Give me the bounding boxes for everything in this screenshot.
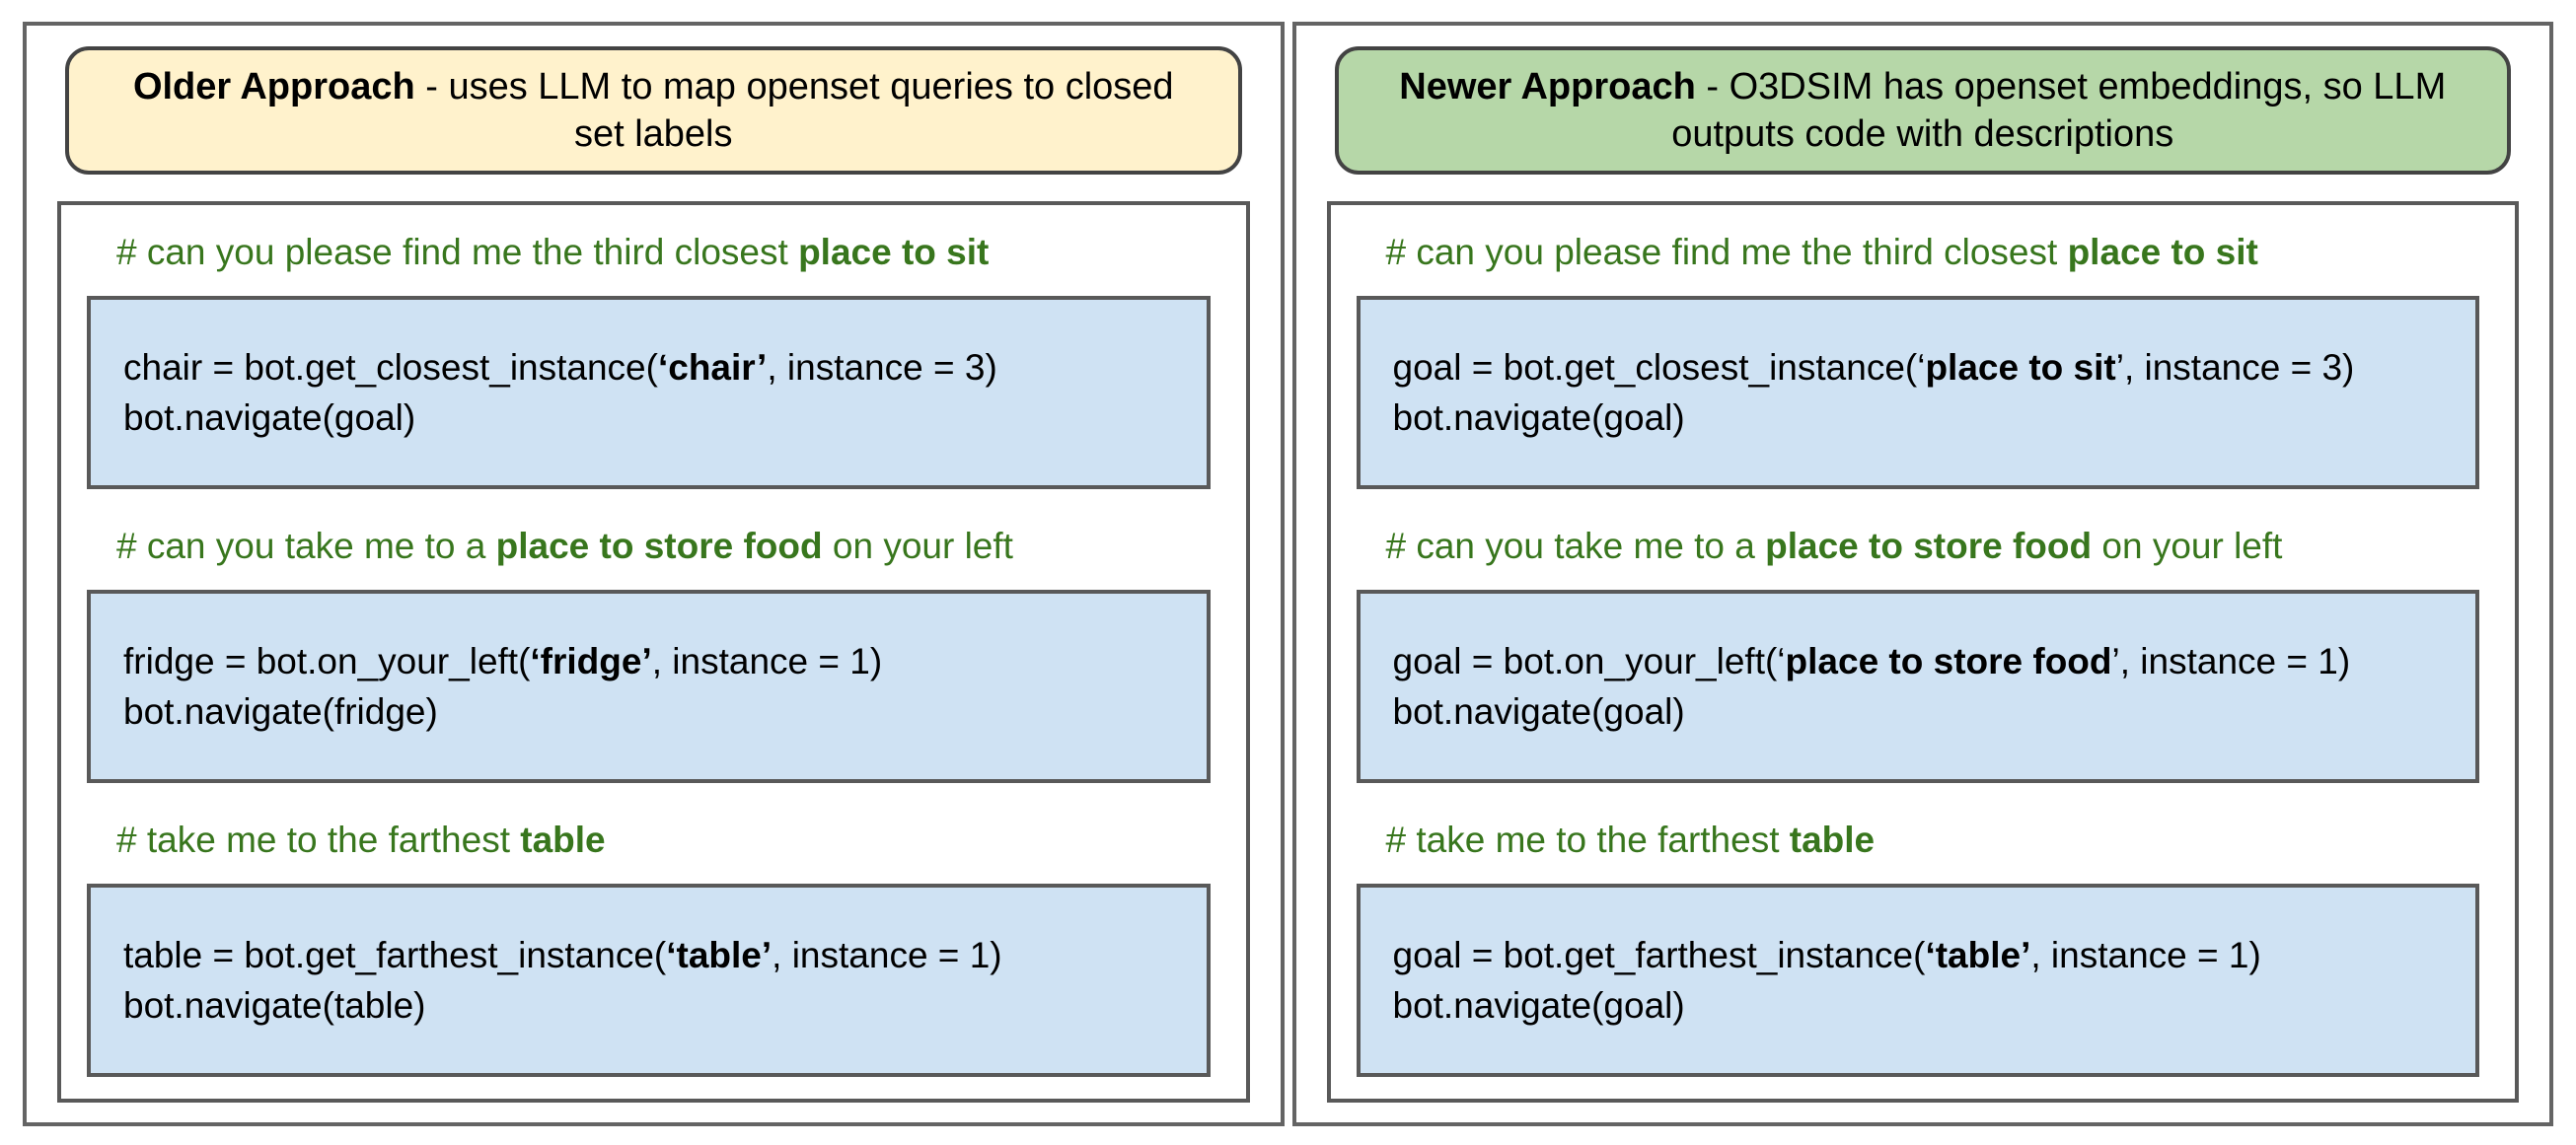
comment-line: # can you take me to a place to store fo… (116, 525, 1222, 568)
panel-newer-approach: Newer Approach - O3DSIM has openset embe… (1291, 22, 2553, 1126)
code-text: table = bot.get_farthest_instance( (123, 935, 667, 975)
code-bold-arg: ‘chair’ (657, 347, 768, 388)
code-bold-arg: place to store food (1785, 641, 2112, 681)
code-block: goal = bot.get_closest_instance(‘place t… (1356, 296, 2479, 489)
older-section-2: # can you take me to a place to store fo… (87, 525, 1222, 783)
code-bold-arg: ‘table’ (1925, 935, 2031, 975)
comment-bold: place to sit (798, 232, 990, 272)
newer-section-1: # can you please find me the third close… (1356, 231, 2492, 489)
comment-text: on your left (2092, 526, 2283, 566)
code-block: goal = bot.get_farthest_instance(‘table’… (1356, 884, 2479, 1077)
code-text: , instance = 3) (767, 347, 997, 388)
code-line-1: table = bot.get_farthest_instance(‘table… (123, 930, 1207, 980)
older-section-3: # take me to the farthest table table = … (87, 819, 1222, 1077)
code-text: goal = bot.get_farthest_instance( (1392, 935, 1926, 975)
comment-line: # can you please find me the third close… (116, 231, 1222, 274)
code-block: goal = bot.on_your_left(‘place to store … (1356, 590, 2479, 783)
code-block: table = bot.get_farthest_instance(‘table… (87, 884, 1211, 1077)
older-approach-body: # can you please find me the third close… (57, 201, 1250, 1103)
code-line-1: goal = bot.get_farthest_instance(‘table’… (1393, 930, 2476, 980)
code-text: chair = bot.get_closest_instance( (123, 347, 658, 388)
code-line-2: bot.navigate(goal) (1392, 985, 1685, 1026)
code-line-1: fridge = bot.on_your_left(‘fridge’, inst… (123, 636, 1207, 686)
comment-text: # can you please find me the third close… (116, 232, 799, 272)
code-line-1: goal = bot.on_your_left(‘place to store … (1393, 636, 2476, 686)
comment-bold: place to sit (2067, 232, 2258, 272)
newer-section-2: # can you take me to a place to store fo… (1356, 525, 2492, 783)
code-line-1: chair = bot.get_closest_instance(‘chair’… (123, 342, 1207, 393)
older-approach-header: Older Approach - uses LLM to map openset… (65, 46, 1242, 175)
comment-text: # can you take me to a (1385, 526, 1766, 566)
code-block: fridge = bot.on_your_left(‘fridge’, inst… (87, 590, 1211, 783)
newer-approach-title: Newer Approach (1399, 66, 1696, 107)
comment-line: # can you please find me the third close… (1386, 231, 2492, 274)
comment-line: # take me to the farthest table (116, 819, 1222, 862)
newer-approach-header: Newer Approach - O3DSIM has openset embe… (1334, 46, 2511, 175)
older-approach-title: Older Approach (132, 66, 415, 107)
comment-bold: table (520, 820, 606, 860)
code-text: goal = bot.on_your_left(‘ (1392, 641, 1786, 681)
older-section-1: # can you please find me the third close… (87, 231, 1222, 489)
code-line-1: goal = bot.get_closest_instance(‘place t… (1393, 342, 2476, 393)
panel-older-approach: Older Approach - uses LLM to map openset… (23, 22, 1285, 1126)
code-bold-arg: ‘table’ (666, 935, 773, 975)
code-line-2: bot.navigate(goal) (123, 397, 416, 438)
comment-bold: place to store food (495, 526, 823, 566)
code-text: fridge = bot.on_your_left( (123, 641, 531, 681)
comment-bold: table (1789, 820, 1876, 860)
comment-text: # take me to the farthest (116, 820, 521, 860)
code-line-2: bot.navigate(goal) (1392, 397, 1685, 438)
comment-text: on your left (822, 526, 1013, 566)
code-text: , instance = 1) (651, 641, 883, 681)
code-text: , instance = 1) (772, 935, 1002, 975)
code-block: chair = bot.get_closest_instance(‘chair’… (87, 296, 1211, 489)
comment-bold: place to store food (1765, 526, 2093, 566)
comment-text: # can you please find me the third close… (1385, 232, 2068, 272)
code-text: goal = bot.get_closest_instance(‘ (1392, 347, 1926, 388)
comment-line: # take me to the farthest table (1386, 819, 2492, 862)
newer-approach-body: # can you please find me the third close… (1326, 201, 2519, 1103)
comment-line: # can you take me to a place to store fo… (1386, 525, 2492, 568)
code-line-2: bot.navigate(table) (123, 985, 426, 1026)
code-bold-arg: place to sit (1925, 347, 2116, 388)
older-approach-subtitle: - uses LLM to map openset queries to clo… (414, 66, 1174, 155)
code-text: , instance = 1) (2030, 935, 2261, 975)
newer-approach-subtitle: - O3DSIM has openset embeddings, so LLM … (1671, 66, 2447, 155)
comment-text: # can you take me to a (116, 526, 496, 566)
code-text: ’, instance = 1) (2111, 641, 2351, 681)
code-line-2: bot.navigate(fridge) (123, 691, 438, 732)
comment-text: # take me to the farthest (1385, 820, 1790, 860)
code-text: ’, instance = 3) (2115, 347, 2355, 388)
code-bold-arg: ‘fridge’ (530, 641, 652, 681)
code-line-2: bot.navigate(goal) (1392, 691, 1685, 732)
newer-section-3: # take me to the farthest table goal = b… (1356, 819, 2492, 1077)
